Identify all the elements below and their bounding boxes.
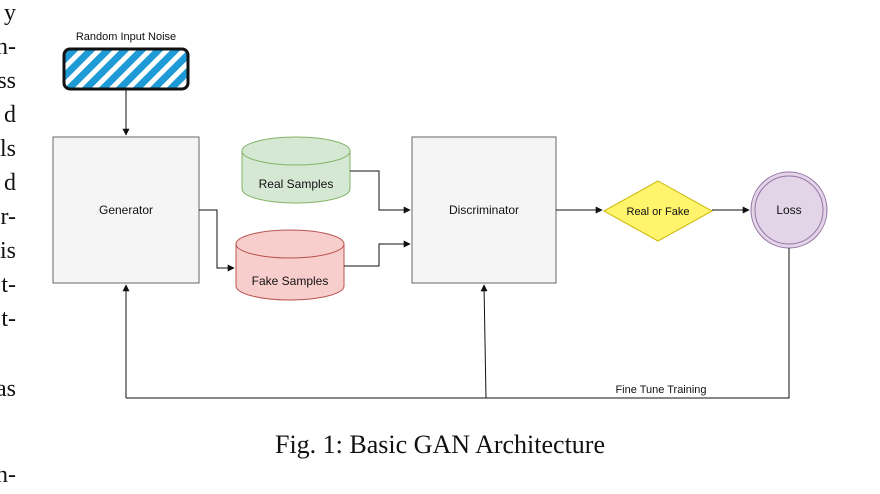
margin-fragment: as bbox=[0, 376, 16, 402]
arrow-generator-to-fake bbox=[199, 209, 235, 272]
noise-box bbox=[62, 47, 190, 91]
real-samples-cylinder bbox=[241, 136, 351, 204]
fake-samples-cylinder bbox=[235, 229, 345, 301]
real-or-fake-diamond bbox=[602, 180, 714, 242]
margin-fragment: n- bbox=[0, 462, 16, 488]
fine-tune-training-label: Fine Tune Training bbox=[615, 384, 706, 396]
margin-fragment: d bbox=[4, 170, 16, 196]
loss-inner-ring bbox=[754, 175, 824, 245]
arrow-fake-to-discriminator bbox=[344, 240, 411, 267]
fake-samples-label: Fake Samples bbox=[252, 274, 329, 288]
arrow-real-to-discriminator bbox=[350, 170, 411, 214]
noise-label: Random Input Noise bbox=[76, 31, 176, 43]
margin-fragment: ls bbox=[0, 136, 16, 162]
feedback-line bbox=[126, 248, 790, 399]
real-or-fake-label: Real or Fake bbox=[627, 206, 690, 218]
arrow-feedback-to-discriminator bbox=[480, 284, 488, 399]
margin-fragment: n- bbox=[0, 34, 16, 60]
discriminator-box bbox=[411, 136, 557, 284]
margin-fragment: d bbox=[4, 102, 16, 128]
figure-caption: Fig. 1: Basic GAN Architecture bbox=[275, 430, 605, 459]
generator-box bbox=[52, 136, 200, 284]
margin-fragment: y bbox=[4, 0, 16, 26]
discriminator-label: Discriminator bbox=[449, 203, 519, 217]
margin-fragment: is bbox=[0, 238, 16, 264]
loss-label: Loss bbox=[776, 203, 801, 217]
margin-fragment: r- bbox=[0, 204, 16, 230]
generator-label: Generator bbox=[99, 203, 153, 217]
real-samples-label: Real Samples bbox=[259, 177, 334, 191]
margin-fragment: t- bbox=[1, 306, 16, 332]
margin-fragment: ss bbox=[0, 68, 16, 94]
margin-fragment: t- bbox=[1, 272, 16, 298]
